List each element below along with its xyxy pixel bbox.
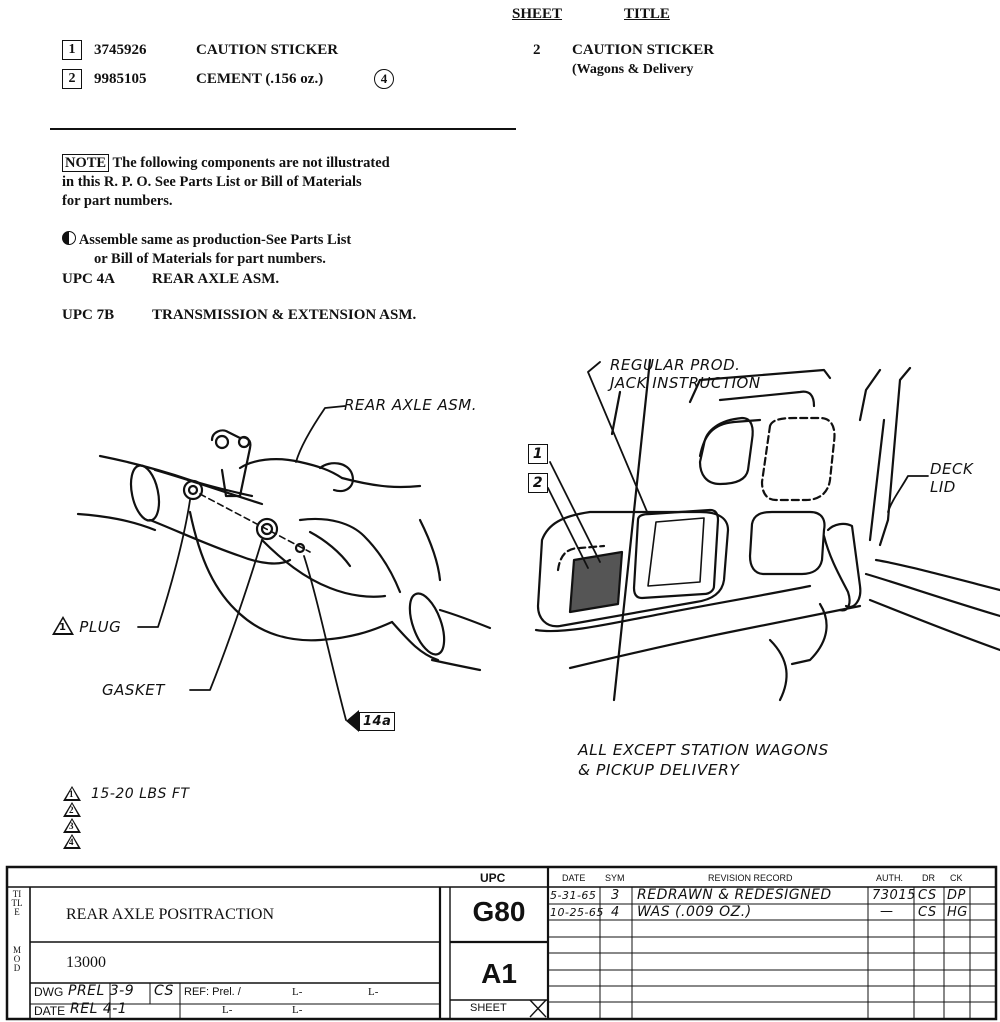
dwg-initials: CS	[154, 983, 174, 999]
part-number: 9985105	[94, 71, 147, 87]
assemble-text-1: Assemble same as production-See Parts Li…	[78, 232, 352, 248]
assemble-note: Assemble same as production-See Parts Li…	[62, 231, 522, 269]
part-row-2: 2	[62, 69, 82, 89]
dwg-value: PREL 3-9	[68, 983, 135, 999]
rev-auth: —	[880, 904, 894, 919]
rev-ck: HG	[947, 905, 968, 920]
upc-desc: REAR AXLE ASM.	[152, 271, 280, 287]
note-text-2: in this R. P. O. See Parts List or Bill …	[62, 174, 362, 190]
gasket-label: GASKET	[102, 681, 165, 699]
triangle-flag-icon: 1	[52, 616, 74, 635]
rev-record: WAS (.009 OZ.)	[637, 904, 752, 920]
rev-date: 5-31-65	[550, 889, 597, 902]
sheet-column-header: SHEET	[512, 6, 563, 22]
sheet-label: SHEET	[470, 1002, 507, 1014]
reference-tag-text: 14a	[359, 711, 396, 731]
part-row-1: 1	[62, 40, 82, 60]
rev-sym: 3	[611, 888, 620, 903]
flag-note-4: 4	[374, 69, 394, 89]
note-text-1: The following components are not illustr…	[112, 155, 390, 171]
callout-2-text: 2	[528, 473, 548, 493]
rev-ck: DP	[947, 888, 966, 903]
note-text-3: for part numbers.	[62, 193, 173, 209]
figure-caption: ALL EXCEPT STATION WAGONS & PICKUP DELIV…	[578, 740, 829, 780]
flag-note-row: 4	[63, 834, 263, 850]
sheet-number: 2	[533, 42, 541, 58]
rev-header-ck: CK	[950, 873, 963, 883]
jack-label-line-1: REGULAR PROD.	[610, 356, 741, 374]
rev-date: 10-25-65	[550, 906, 604, 919]
upc-header: UPC	[480, 871, 506, 885]
plug-text: PLUG	[79, 618, 122, 636]
note-block: NOTE The following components are not il…	[62, 154, 522, 211]
reference-tag: 14a	[346, 710, 396, 732]
l-field: L-	[292, 1004, 303, 1016]
assemble-text-2: or Bill of Materials for part numbers.	[94, 251, 326, 267]
sheet-code-large: A1	[481, 958, 517, 989]
flag-notes: 1 15-20 LBS FT 2 3 4	[63, 786, 263, 850]
caption-line-2: & PICKUP DELIVERY	[578, 761, 740, 779]
rev-header-sym: SYM	[605, 873, 625, 883]
rev-header-date: DATE	[562, 873, 586, 883]
rev-dr: CS	[918, 888, 937, 903]
upc-code-large: G80	[472, 896, 526, 927]
flag-note-row: 1 15-20 LBS FT	[63, 786, 263, 802]
flag-number: 4	[69, 837, 74, 847]
deck-lid-label: DECK LID	[930, 460, 973, 496]
flag-number: 2	[69, 805, 74, 815]
callout-box-1: 1	[528, 444, 548, 464]
mod-side-label: MOD	[12, 945, 21, 973]
ref-label: REF: Prel. /	[184, 986, 241, 998]
deck-label-line-1: DECK	[930, 460, 974, 478]
model-number: 13000	[66, 954, 106, 971]
callout-box-2: 2	[528, 473, 548, 493]
date-label: DATE	[34, 1004, 66, 1018]
flag-note-row: 2	[63, 802, 263, 818]
part-description: CAUTION STICKER	[196, 42, 339, 58]
part-number: 3745926	[94, 42, 147, 58]
jack-instruction-label: REGULAR PROD. JACK INSTRUCTION	[610, 356, 761, 392]
part-num-box: 1	[62, 40, 82, 60]
rev-sym: 4	[611, 905, 620, 920]
flag-number: 1	[69, 789, 74, 799]
note-label: NOTE	[62, 154, 110, 172]
part-num-box: 2	[62, 69, 82, 89]
rev-record: REDRAWN & REDESIGNED	[637, 887, 832, 903]
jack-label-line-2: JACK INSTRUCTION	[610, 374, 761, 392]
sheet-subtitle: (Wagons & Delivery	[572, 62, 694, 77]
title-side-label: TITLE	[11, 889, 23, 917]
l-field: L-	[292, 986, 303, 998]
upc-desc: TRANSMISSION & EXTENSION ASM.	[152, 307, 417, 323]
l-field: L-	[368, 986, 379, 998]
dwg-label: DWG	[34, 985, 64, 999]
flag-number: 3	[69, 821, 74, 831]
upc-code: UPC 4A	[62, 271, 115, 287]
torque-value: 15-20 LBS FT	[91, 786, 190, 802]
drawing-title: REAR AXLE POSITRACTION	[66, 906, 275, 923]
date-value: REL 4-1	[70, 1001, 128, 1017]
rev-header-auth: AUTH.	[876, 873, 903, 883]
rev-header-record: REVISION RECORD	[708, 873, 793, 883]
caption-line-1: ALL EXCEPT STATION WAGONS	[578, 741, 829, 759]
half-circle-icon	[62, 231, 76, 245]
callout-1-text: 1	[528, 444, 548, 464]
sheet-title: CAUTION STICKER	[572, 42, 715, 58]
plug-label: 1 PLUG	[52, 616, 121, 636]
circled-note-icon: 4	[374, 69, 394, 89]
title-column-header: TITLE	[624, 6, 670, 22]
rear-axle-label: REAR AXLE ASM.	[344, 396, 477, 414]
l-field: L-	[222, 1004, 233, 1016]
section-divider	[50, 128, 516, 130]
upc-code: UPC 7B	[62, 307, 115, 323]
rev-dr: CS	[918, 905, 937, 920]
part-description: CEMENT (.156 oz.)	[196, 71, 324, 87]
deck-label-line-2: LID	[930, 478, 956, 496]
rev-auth: 73015	[872, 888, 916, 903]
rev-header-dr: DR	[922, 873, 935, 883]
flag-note-row: 3	[63, 818, 263, 834]
